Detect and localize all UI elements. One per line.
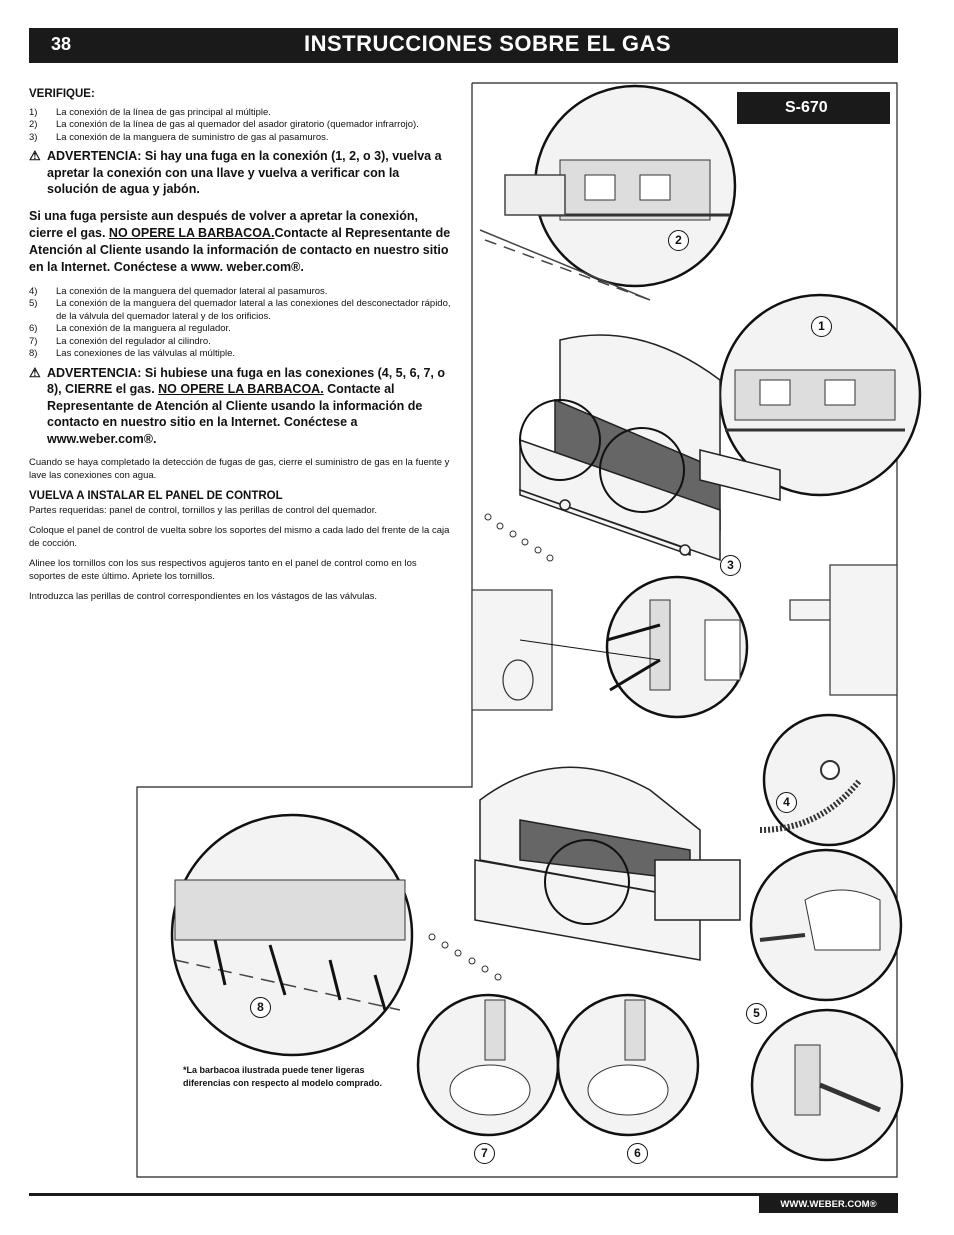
- detail-circle-1: [718, 293, 922, 497]
- callout-3: 3: [720, 555, 741, 576]
- model-label: S-670: [737, 92, 890, 124]
- list-item-text: La conexión de la manguera del quemador …: [56, 298, 451, 322]
- callout-4: 4: [776, 792, 797, 813]
- knob-dots: [484, 513, 554, 562]
- list-item-number: 5): [29, 298, 38, 309]
- list-item-text: La conexión de la manguera al regulador.: [56, 323, 231, 334]
- list-item-text: La conexión de la línea de gas al quemad…: [56, 119, 419, 130]
- illustration-note: *La barbacoa ilustrada puede tener liger…: [183, 1065, 383, 1088]
- detail-circle-6: [556, 993, 700, 1137]
- reinstall-step-1: Coloque el panel de control de vuelta so…: [29, 525, 450, 549]
- list-item: 6) La conexión de la manguera al regulado…: [29, 323, 453, 336]
- verify-list-b: 4) La conexión de la manguera del quemado…: [29, 286, 453, 361]
- list-item-text: La conexión de la manguera del quemador …: [56, 285, 328, 297]
- instructions-column: VERIFIQUE: 1) La conexión de la línea de …: [29, 88, 453, 612]
- warning-triangle-icon: ⚠: [29, 364, 41, 380]
- page-header: 38 INSTRUCCIONES SOBRE EL GAS: [29, 28, 898, 63]
- detail-circle-5: [749, 848, 903, 1002]
- knob-dots-lower: [428, 933, 502, 981]
- list-item-number: 7): [29, 335, 38, 347]
- leak-text-underline: NO OPERE LA BARBACOA.: [108, 225, 275, 240]
- grill-upper: [519, 334, 781, 562]
- detail-circle-5b: [750, 1008, 904, 1162]
- list-item: 3) La conexión de la manguera de suminist…: [29, 132, 453, 145]
- page-number: 38: [51, 34, 72, 54]
- reinstall-step-3: Introduzca las perillas de control corre…: [29, 591, 377, 602]
- list-item-number: 1): [29, 106, 38, 118]
- verify-heading: VERIFIQUE:: [29, 88, 95, 100]
- detail-circle-7: [416, 993, 560, 1137]
- figure-frame: [136, 82, 898, 1178]
- grill-left-side: [471, 589, 661, 711]
- reinstall-step-2: Alinee los tornillos con los sus respect…: [29, 558, 417, 582]
- list-item-number: 8): [29, 348, 38, 359]
- warning-1: ⚠ ADVERTENCIA: Si hay una fuga en la con…: [29, 148, 453, 198]
- footer-rule: [29, 1193, 898, 1196]
- list-item: 8) Las conexiones de las válvulas al múlt…: [29, 348, 453, 361]
- leak-text-pre: Si una fuga persiste aun después de volv…: [29, 208, 419, 240]
- list-item: 7) La conexión del regulador al cilindro.: [29, 336, 453, 349]
- warning-triangle-icon: ⚠: [29, 148, 41, 163]
- after-check-text: Cuando se haya completado la detección d…: [29, 457, 450, 481]
- leak-text-post: Contacte al Representante de Atención al…: [29, 225, 451, 274]
- list-item-text: La conexión del regulador al cilindro.: [56, 335, 211, 347]
- leak-paragraph: Si una fuga persiste aun después de volv…: [29, 208, 453, 276]
- list-item-text: La conexión de la línea de gas principal…: [56, 106, 271, 118]
- list-item-number: 2): [29, 119, 38, 130]
- warning-2: ⚠ ADVERTENCIA: Si hubiese una fuga en la…: [29, 365, 453, 448]
- page-title: INSTRUCCIONES SOBRE EL GAS: [304, 31, 672, 56]
- callout-5: 5: [746, 1003, 767, 1024]
- grill-lower: [474, 766, 741, 961]
- list-item-number: 3): [29, 131, 38, 143]
- list-item: 1) La conexión de la línea de gas princip…: [29, 107, 453, 120]
- detail-circle-3: [605, 575, 749, 719]
- warning-2-text-post: Contacte al Representante de Atención al…: [47, 382, 423, 446]
- warning-1-text: ADVERTENCIA: Si hay una fuga en la conex…: [47, 149, 442, 196]
- callout-8: 8: [250, 997, 271, 1018]
- callout-7: 7: [474, 1143, 495, 1164]
- callout-2: 2: [668, 230, 689, 251]
- list-item-text: La conexión de la manguera de suministro…: [56, 131, 329, 143]
- list-item-number: 6): [29, 323, 38, 334]
- reinstall-heading: VUELVA A INSTALAR EL PANEL DE CONTROL: [29, 490, 283, 502]
- warning-2-text-underline: NO OPERE LA BARBACOA.: [158, 382, 324, 396]
- grill-right-side: [789, 564, 898, 696]
- warning-2-text-pre: ADVERTENCIA: Si hubiese una fuga en las …: [47, 365, 446, 397]
- list-item: 4) La conexión de la manguera del quemado…: [29, 286, 453, 299]
- verify-list-a: 1) La conexión de la línea de gas princip…: [29, 107, 453, 145]
- list-item: 2) La conexión de la línea de gas al quem…: [29, 119, 453, 132]
- list-item: 5) La conexión de la manguera del quemado…: [29, 298, 453, 323]
- list-item-number: 4): [29, 285, 38, 297]
- detail-circle-8: [170, 813, 414, 1057]
- footer-url: WWW.WEBER.COM®: [759, 1196, 898, 1213]
- callout-6: 6: [627, 1143, 648, 1164]
- reinstall-parts: Partes requeridas: panel de control, tor…: [29, 504, 377, 516]
- detail-circle-4: [759, 713, 896, 847]
- list-item-text: Las conexiones de las válvulas al múltip…: [56, 348, 236, 359]
- burner-strip-top: [479, 174, 651, 301]
- callout-1: 1: [811, 316, 832, 337]
